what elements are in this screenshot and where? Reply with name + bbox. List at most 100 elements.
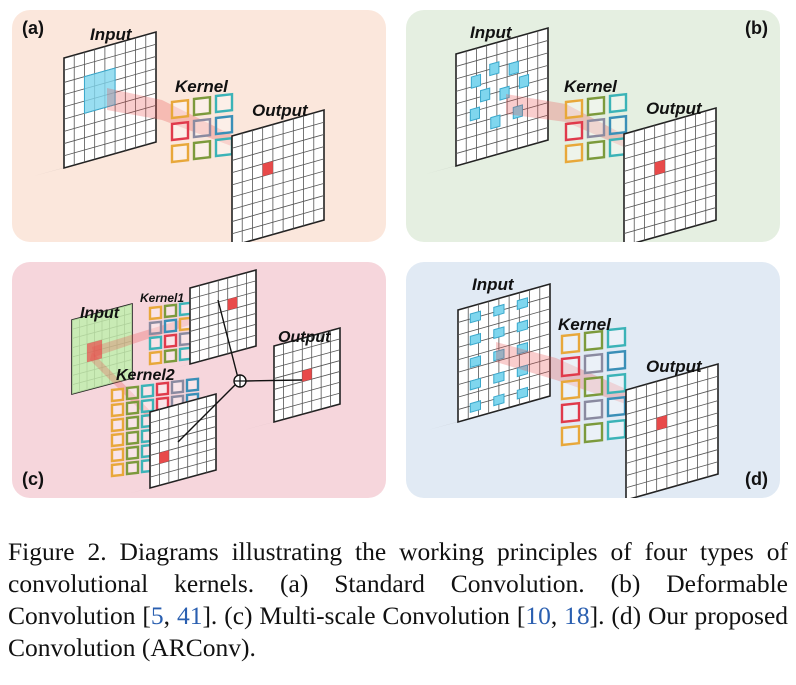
adaptive-sample [469,310,481,324]
output-grid-gridline [231,182,325,210]
output-grid-gridline [625,436,719,464]
output-grid-frame [231,108,325,242]
output-grid-gridline [231,146,325,174]
citation-link-41[interactable]: 41 [176,601,203,630]
kernel-cell [583,421,604,444]
citation-link-10[interactable]: 10 [525,601,551,630]
kernel2-cell [155,381,170,397]
caption-mid: ]. (c) Multi-scale Convolution [ [202,601,526,630]
output-cell [302,368,312,382]
caption-sep-1: , [163,601,177,630]
figure-caption: Figure 2. Diagrams illustrating the work… [8,536,788,664]
citation-link-18[interactable]: 18 [564,601,590,630]
output-grid-gridline [231,195,325,222]
kernel2-cell [140,383,155,399]
output-grid-gridline [623,157,717,185]
mid-grid-1-gridline [189,302,257,321]
output-grid-gridline [625,412,719,440]
deformed-sample [489,61,500,77]
kernel1-cell [148,350,163,366]
caption-suffix: ]. (d) Our proposed Convolution (ARConv)… [8,601,789,662]
kernel-label: Kernel [558,315,612,334]
output-grid-gridline [623,132,717,160]
kernel-cell [192,95,212,117]
input-grid-gridline [455,52,549,80]
kernel-cell [606,418,627,441]
kernel-cell [606,395,627,418]
adaptive-sample [469,400,481,413]
output-cell [654,159,665,176]
input-grid-gridline [63,129,157,157]
kernel2-cell [125,445,140,461]
adaptive-sample [516,297,529,311]
caption-prefix: Figure 2. Diagrams illustrating the work… [8,537,788,630]
adaptive-sample [469,377,481,391]
mid-grid-2-gridline [149,447,217,467]
adaptive-sample [493,348,505,362]
input-label: Input [80,305,120,322]
output-grid-gridline [231,170,325,198]
kernel2-cell [110,447,125,463]
output-grid-gridline [273,360,341,379]
mid-grid-2-gridline [149,437,217,456]
input-label: Input [472,275,515,294]
connector-1 [217,299,239,379]
kernel-cell [586,139,606,161]
kernel2-cell [140,398,155,414]
output-grid-gridline [625,461,719,489]
output-grid-gridline [231,158,325,186]
output-grid-gridline [625,375,719,403]
mid-grid-2-gridline [149,426,217,445]
input-patch-small [87,339,102,363]
kernel-cell [608,114,628,136]
mid-grid-2-cell [159,450,169,464]
input-label: Input [90,25,133,44]
mid-grid-2-frame [149,392,217,490]
kernel-cell [583,375,604,398]
kernel1-cell [148,335,163,351]
kernel1-cell [163,333,178,349]
mid-grid-2 [120,392,217,496]
input-grid-gridline [457,333,551,361]
kernel-cell [192,117,212,139]
input-grid-gridline [455,127,549,154]
kernel-cell [214,136,234,158]
output-grid [231,108,325,242]
kernel-cell [583,352,604,375]
deformed-sample [499,85,510,101]
output-grid-gridline [273,338,341,358]
kernel-cell [560,355,581,378]
input-grid-gridline [63,104,157,132]
kernel-cell [192,139,212,161]
connector-3 [245,379,303,382]
output-label: Output [646,99,703,118]
output-label: Output [646,357,703,376]
adaptive-sample [469,332,481,346]
mid-grid-1-gridline [189,323,257,343]
output-grid-gridline [625,449,719,476]
kernel-cell [583,329,604,352]
output-grid-gridline [231,207,325,235]
citation-link-5[interactable]: 5 [150,601,164,630]
input-grid-gridline [455,114,549,142]
adaptive-sample [493,326,505,340]
kernel2-cell [110,417,125,433]
kernel-label: Kernel [564,77,618,96]
output-grid-gridline [625,388,719,415]
deformed-sample [480,87,491,103]
kernel2-cell [185,377,200,393]
output-grid-gridline [623,120,717,147]
output-grid-gridline [623,144,717,172]
panel-b-tag: (b) [745,18,768,38]
input-label: Input [470,23,513,42]
deformed-sample [518,73,530,90]
mid-grid-1-gridline [189,291,257,311]
adaptive-sample [516,364,529,378]
output-grid [625,362,719,498]
input-grid-gridline [63,43,157,71]
kernel-cell [586,117,606,139]
kernel2-cell [125,415,140,431]
